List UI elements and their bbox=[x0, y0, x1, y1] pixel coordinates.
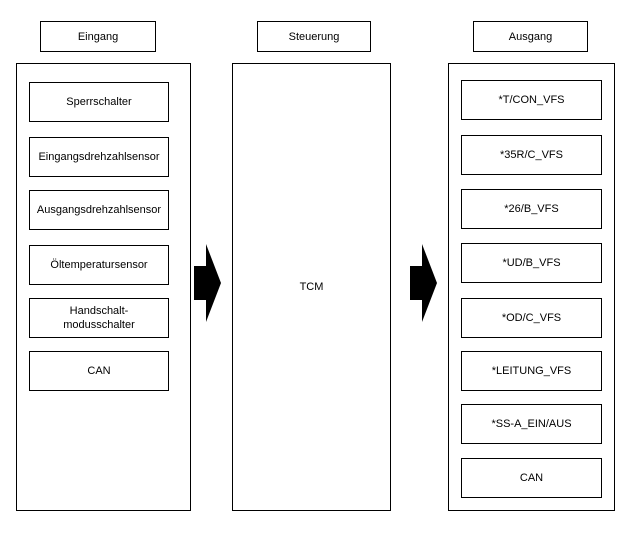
input-panel bbox=[16, 63, 191, 511]
input-item-label: Öltemperatursensor bbox=[50, 259, 148, 271]
input-header: Eingang bbox=[40, 21, 156, 52]
output-item-label: *T/CON_VFS bbox=[498, 94, 565, 106]
input-item-label: Sperrschalter bbox=[66, 96, 132, 108]
tcm-label: TCM bbox=[299, 281, 324, 293]
output-item: *26/B_VFS bbox=[461, 189, 602, 229]
input-item: CAN bbox=[29, 351, 169, 391]
control-header: Steuerung bbox=[257, 21, 371, 52]
output-item-label: *35R/C_VFS bbox=[500, 149, 563, 161]
output-item-label: CAN bbox=[519, 472, 544, 484]
input-item: Sperrschalter bbox=[29, 82, 169, 122]
input-item: Handschalt- modusschalter bbox=[29, 298, 169, 338]
input-item-label: Handschalt- modusschalter bbox=[63, 305, 135, 331]
input-item: Ausgangsdrehzahlsensor bbox=[29, 190, 169, 230]
input-item-label: CAN bbox=[87, 365, 111, 377]
output-item: *OD/C_VFS bbox=[461, 298, 602, 338]
output-item: *35R/C_VFS bbox=[461, 135, 602, 175]
output-item: *LEITUNG_VFS bbox=[461, 351, 602, 391]
input-item: Eingangsdrehzahlsensor bbox=[29, 137, 169, 177]
output-item-label: *SS-A_EIN/AUS bbox=[491, 418, 572, 430]
output-header: Ausgang bbox=[473, 21, 588, 52]
input-item-label: Ausgangsdrehzahlsensor bbox=[36, 204, 162, 216]
control-panel: TCM bbox=[232, 63, 391, 511]
arrow-right-icon bbox=[194, 244, 221, 322]
input-item: Öltemperatursensor bbox=[29, 245, 169, 285]
arrow-right-icon bbox=[410, 244, 437, 322]
output-item: *T/CON_VFS bbox=[461, 80, 602, 120]
output-item: *UD/B_VFS bbox=[461, 243, 602, 283]
output-item: *SS-A_EIN/AUS bbox=[461, 404, 602, 444]
output-item-label: *OD/C_VFS bbox=[501, 312, 562, 324]
output-header-label: Ausgang bbox=[508, 30, 553, 43]
output-item-label: *LEITUNG_VFS bbox=[491, 365, 572, 377]
output-item-label: *UD/B_VFS bbox=[502, 257, 561, 269]
output-item-label: *26/B_VFS bbox=[504, 203, 559, 215]
input-header-label: Eingang bbox=[77, 30, 119, 43]
control-header-label: Steuerung bbox=[288, 30, 340, 43]
output-item: CAN bbox=[461, 458, 602, 498]
input-item-label: Eingangsdrehzahlsensor bbox=[38, 151, 160, 163]
